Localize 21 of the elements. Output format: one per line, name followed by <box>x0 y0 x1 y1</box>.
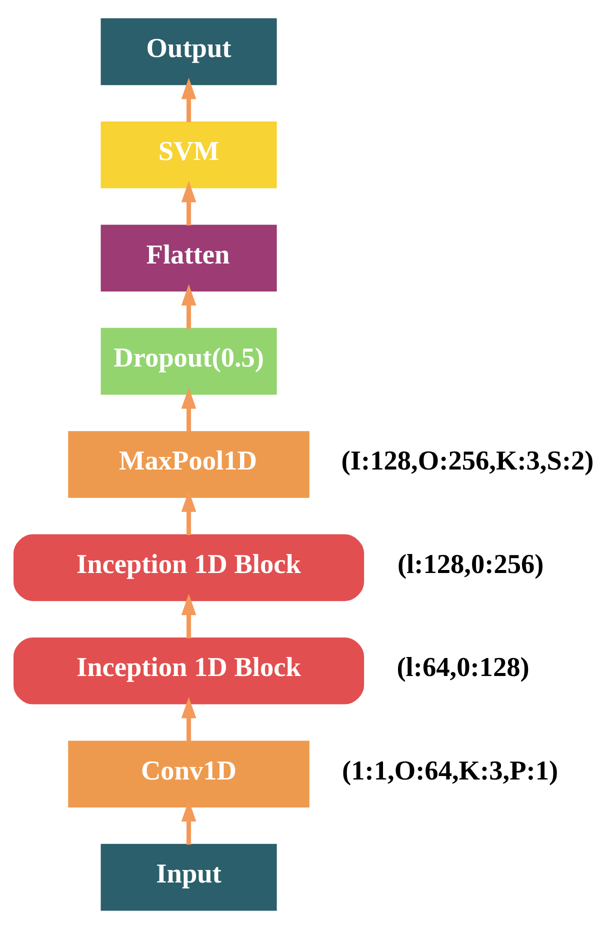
arrow <box>181 490 196 536</box>
arrow <box>181 800 196 845</box>
node-box: MaxPool1D <box>68 431 310 498</box>
node-label: (l:128,0:256) <box>397 548 544 579</box>
arrow <box>181 594 196 638</box>
node-box: Output <box>100 18 277 86</box>
node-label: (I:128,O:256,K:3,S:2) <box>341 446 594 476</box>
node-box: Input <box>100 844 277 911</box>
arrow <box>181 697 196 742</box>
node-box: Inception 1D Block <box>14 534 364 602</box>
arrow <box>181 284 196 329</box>
node-label: (1:1,O:64,K:3,P:1) <box>342 755 558 786</box>
node-box: Dropout(0.5) <box>100 328 277 395</box>
node-box: Conv1D <box>68 740 310 808</box>
node-label: (l:64,0:128) <box>396 652 530 682</box>
arrow <box>181 387 196 432</box>
node-box: Flatten <box>100 224 277 292</box>
arrow <box>181 78 196 122</box>
node-box: SVM <box>100 122 277 188</box>
node-box: Inception 1D Block <box>14 638 364 704</box>
arrow <box>181 181 196 226</box>
